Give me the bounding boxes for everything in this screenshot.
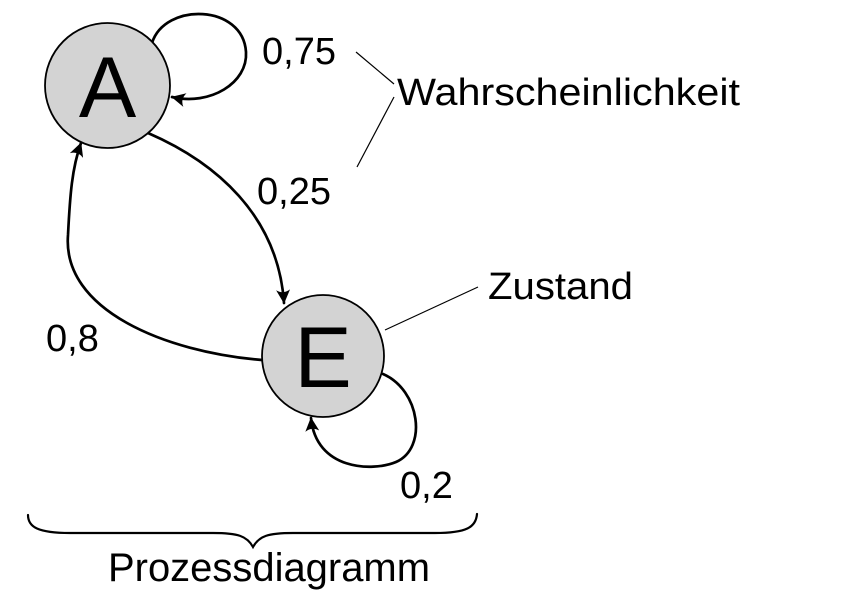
- probability-label-a-to-e: 0,25: [257, 171, 331, 213]
- node-e: E: [261, 294, 385, 418]
- diagram-caption: Prozessdiagramm: [108, 546, 430, 590]
- probability-label-e-self: 0,2: [400, 465, 453, 507]
- node-a-circle: [44, 22, 171, 149]
- node-a: A: [44, 22, 171, 149]
- leader-line-probability-top: [355, 51, 395, 85]
- underbrace: [26, 512, 479, 550]
- leader-line-zustand: [384, 286, 479, 331]
- leader-line-probability-bottom: [356, 96, 395, 168]
- edge-a-self-loop: [150, 12, 248, 107]
- edge-a-to-e: [146, 131, 291, 305]
- node-e-label: E: [294, 310, 351, 406]
- callout-wahrscheinlichkeit: Wahrscheinlichkeit: [397, 72, 740, 114]
- node-e-circle: [261, 294, 385, 418]
- node-a-label: A: [79, 40, 137, 136]
- edge-e-to-a: [66, 141, 264, 362]
- edge-e-self-loop: [305, 372, 418, 469]
- probability-label-e-to-a: 0,8: [46, 318, 99, 360]
- probability-label-a-self: 0,75: [262, 31, 336, 73]
- callout-zustand: Zustand: [488, 266, 633, 308]
